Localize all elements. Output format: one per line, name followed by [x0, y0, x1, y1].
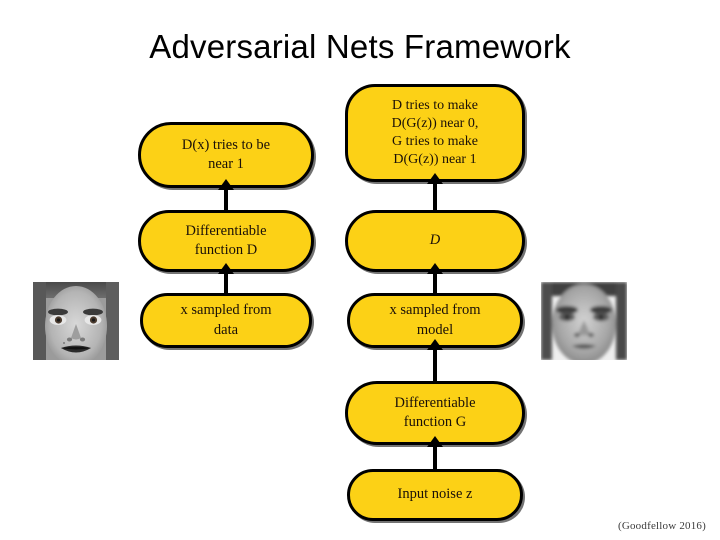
node-line: Differentiable	[394, 394, 476, 411]
page-title: Adversarial Nets Framework	[149, 28, 571, 65]
model-sample-face-image	[541, 282, 627, 360]
node-x-sampled-from-data: x sampled from data	[140, 293, 312, 348]
arrow-up-icon	[224, 188, 228, 211]
node-line: D(x) tries to be	[181, 136, 271, 153]
node-adversarial-objectives: D tries to make D(G(z)) near 0, G tries …	[345, 84, 525, 182]
node-line: x sampled from	[389, 302, 481, 319]
node-line: data	[213, 321, 239, 338]
node-line: G tries to make	[392, 134, 478, 149]
node-line: D	[429, 232, 441, 249]
node-line: x sampled from	[180, 302, 272, 319]
arrow-up-icon	[433, 182, 437, 211]
node-d-x-tries-near-1: D(x) tries to be near 1	[138, 122, 314, 188]
node-line: model	[416, 321, 454, 338]
node-line: D tries to make	[392, 97, 478, 113]
node-line: Differentiable	[185, 222, 267, 239]
node-line: near 1	[208, 156, 244, 172]
node-differentiable-function-g: Differentiable function G	[345, 381, 525, 445]
arrow-up-icon	[433, 445, 437, 470]
node-line: D(G(z)) near 0,	[391, 115, 479, 131]
arrow-up-icon	[433, 348, 437, 381]
node-discriminator-d: D	[345, 210, 525, 272]
arrow-up-icon	[224, 272, 228, 294]
node-input-noise-z: Input noise z	[347, 469, 523, 521]
node-line: function G	[403, 414, 467, 430]
data-sample-face-image	[33, 282, 119, 360]
arrow-up-icon	[433, 272, 437, 294]
node-line: D(G(z)) near 1	[393, 152, 477, 168]
attribution-credit: (Goodfellow 2016)	[617, 520, 706, 532]
node-line: function D	[194, 242, 258, 258]
node-line: Input noise z	[397, 486, 473, 503]
node-differentiable-function-d: Differentiable function D	[138, 210, 314, 272]
